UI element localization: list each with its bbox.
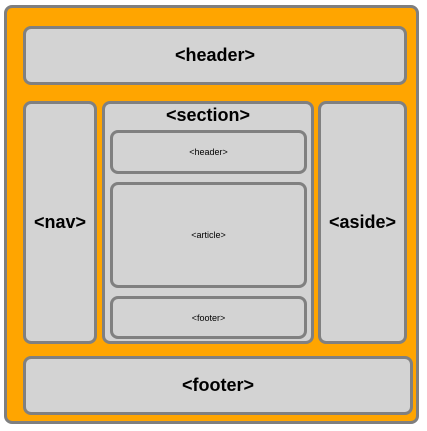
footer-label: <footer> [181,375,255,395]
section-article-label: <article> [191,230,226,240]
section-footer-label: <footer> [191,312,226,323]
footer-box: <footer> [23,356,413,415]
section-label: <section> [165,105,251,125]
nav-box: <nav> [23,101,97,344]
header-label: <header> [174,45,256,65]
aside-label: <aside> [328,212,397,232]
section-header-label: <header> [189,147,228,157]
section-header-box: <header> [110,130,307,174]
section-article-box: <article> [110,182,307,288]
section-footer-box: <footer> [110,296,307,339]
nav-label: <nav> [33,212,87,232]
header-box: <header> [23,26,407,85]
aside-box: <aside> [318,101,407,344]
